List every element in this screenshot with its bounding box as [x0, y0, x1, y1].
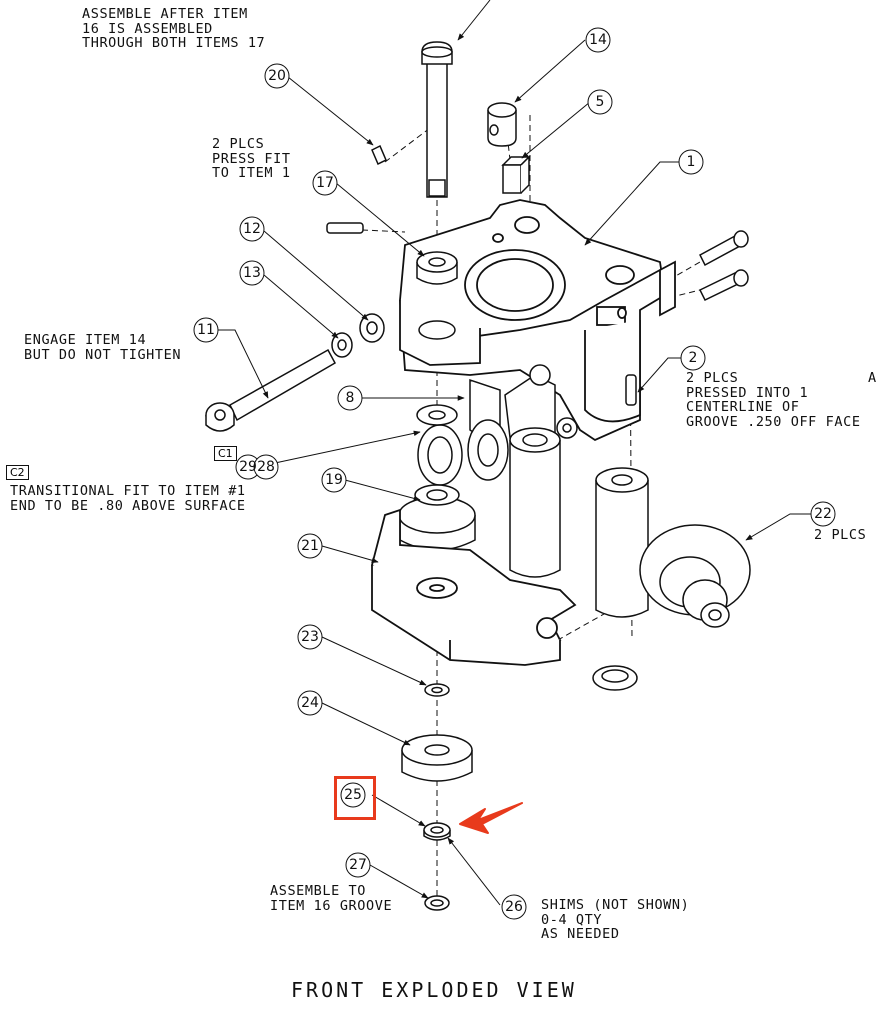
balloons [193, 27, 836, 920]
balloon-12-label: 12 [243, 221, 261, 237]
balloon-11-label: 11 [197, 322, 215, 338]
balloon-14-label: 14 [589, 32, 607, 48]
part-middle-assembly [416, 364, 578, 578]
part-16-shaft [421, 41, 453, 198]
note-transitional: TRANSITIONAL FIT TO ITEM #1 END TO BE .8… [10, 483, 246, 514]
balloon-19[interactable] [321, 467, 347, 493]
balloon-13-label: 13 [243, 265, 261, 281]
balloon-23-label: 23 [301, 629, 319, 645]
balloon-5-label: 5 [596, 94, 605, 110]
balloon-21-label: 21 [301, 538, 319, 554]
part-22-wheel [639, 524, 751, 628]
balloon-28[interactable] [253, 454, 279, 480]
note-engage: ENGAGE ITEM 14 BUT DO NOT TIGHTEN [24, 332, 182, 363]
part-20-key [371, 144, 387, 166]
balloon-1-label: 1 [687, 154, 696, 170]
balloon-25[interactable] [340, 782, 366, 808]
highlight-box-item-25 [334, 776, 376, 820]
balloon-26[interactable] [501, 894, 527, 920]
part-pin-left [326, 222, 364, 234]
balloon-14[interactable] [585, 27, 611, 53]
balloon-24[interactable] [297, 690, 323, 716]
part-2-pin [625, 374, 637, 406]
part-5-block [501, 155, 531, 194]
note-2-plcs-22: 2 PLCS [814, 527, 867, 543]
part-19-pulley [398, 484, 476, 551]
highlight-arrow-icon [459, 802, 523, 834]
balloon-17[interactable] [312, 170, 338, 196]
balloon-28-label: 28 [257, 459, 275, 475]
balloon-8[interactable] [337, 385, 363, 411]
part-14-sleeve [487, 102, 517, 147]
balloon-12[interactable] [239, 216, 265, 242]
balloon-21[interactable] [297, 533, 323, 559]
part-12-13-washers [331, 313, 385, 358]
note-press-fit: 2 PLCS PRESS FIT TO ITEM 1 [212, 136, 291, 181]
note-cutoff-a: A [868, 370, 877, 386]
balloon-22-label: 22 [814, 506, 832, 522]
balloon-1[interactable] [678, 149, 704, 175]
drawing-title: FRONT EXPLODED VIEW [291, 978, 577, 1002]
note-pressed-into: 2 PLCS PRESSED INTO 1 CENTERLINE OF GROO… [686, 370, 861, 430]
balloon-2-label: 2 [689, 350, 698, 366]
part-right-bolts [698, 230, 749, 301]
note-assemble-groove: ASSEMBLE TO ITEM 16 GROOVE [270, 883, 393, 914]
balloon-27-label: 27 [349, 857, 367, 873]
balloon-13[interactable] [239, 260, 265, 286]
balloon-27[interactable] [345, 852, 371, 878]
balloon-25-label: 25 [344, 787, 362, 803]
balloon-20[interactable] [264, 63, 290, 89]
balloon-26-label: 26 [505, 899, 523, 915]
part-11-bolt [205, 348, 337, 432]
note-shims: SHIMS (NOT SHOWN) 0-4 QTY AS NEEDED [541, 897, 690, 942]
part-lower-stack [401, 683, 473, 911]
balloon-2[interactable] [680, 345, 706, 371]
ref-c2: C2 [6, 465, 29, 480]
part-17-bushings [416, 251, 458, 340]
balloon-17-label: 17 [316, 175, 334, 191]
balloon-23[interactable] [297, 624, 323, 650]
part-21-base-plate [370, 508, 577, 666]
balloon-5[interactable] [587, 89, 613, 115]
part-retaining-ring [592, 665, 638, 691]
ref-c1: C1 [214, 446, 237, 461]
balloon-29-label: 29 [239, 459, 257, 475]
note-assemble-after: ASSEMBLE AFTER ITEM 16 IS ASSEMBLED THRO… [82, 6, 266, 51]
balloon-22[interactable] [810, 501, 836, 527]
part-standoff-right [595, 467, 649, 618]
balloon-24-label: 24 [301, 695, 319, 711]
leader-lines [217, 0, 812, 906]
balloon-8-label: 8 [346, 390, 355, 406]
balloon-20-label: 20 [268, 68, 286, 84]
balloon-11[interactable] [193, 317, 219, 343]
balloon-19-label: 19 [325, 472, 343, 488]
